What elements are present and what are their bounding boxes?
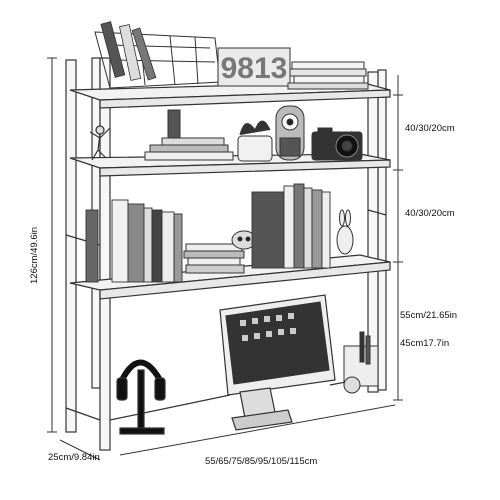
lying-books [183,243,245,274]
dancer-figurine [89,125,111,161]
width-dimension-label: 55/65/75/85/95/105/115cm [205,456,318,467]
clock-digits: 9813 [221,52,288,85]
desk-accessories [343,331,379,394]
computer-monitor [219,294,336,431]
block-clock: 9813 [217,47,291,87]
desk-clearance-label: 45cm17.7in [400,338,450,349]
minion-toy [275,105,305,161]
left-books-row [85,199,183,283]
rabbit-figurine [336,209,354,255]
basket-books [100,21,157,81]
camera [311,127,363,161]
monitor-screen-icons [240,313,296,341]
potted-plant [237,120,273,162]
height-dimension-label: 126cm/49.6in [29,226,40,284]
skull-ornament [231,230,257,250]
right-books-row [251,183,331,269]
tier1-gap-label: 40/30/20cm [405,123,455,134]
tier2-gap-label: 40/30/20cm [405,208,455,219]
dimension-lines [47,57,403,461]
top-books-stack [287,61,369,90]
book-stack-middle [144,109,234,161]
depth-dimension-label: 25cm/9.84in [48,452,100,463]
headphone-stand [116,359,166,435]
bottom-gap-label: 55cm/21.65in [400,310,458,321]
